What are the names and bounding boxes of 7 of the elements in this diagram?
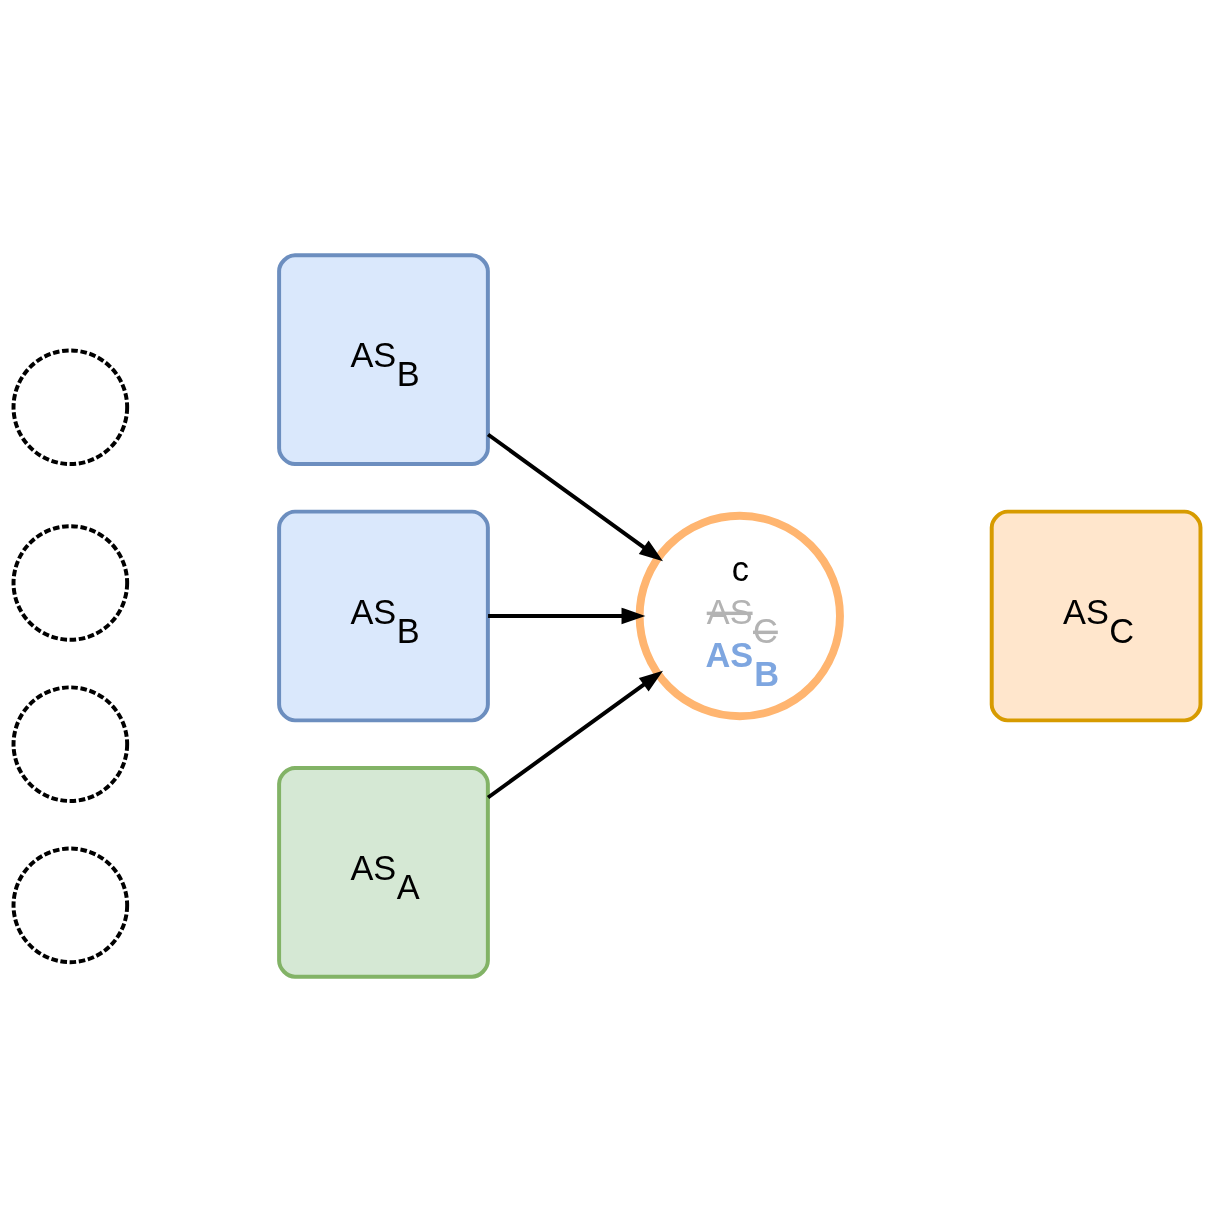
- node-circle: [11, 524, 130, 642]
- arrow: [488, 607, 646, 625]
- arrow: [486, 670, 663, 800]
- node-circle: [11, 348, 130, 467]
- node-circle: [11, 846, 130, 965]
- node-circle: [11, 685, 130, 803]
- arrow: [486, 432, 663, 562]
